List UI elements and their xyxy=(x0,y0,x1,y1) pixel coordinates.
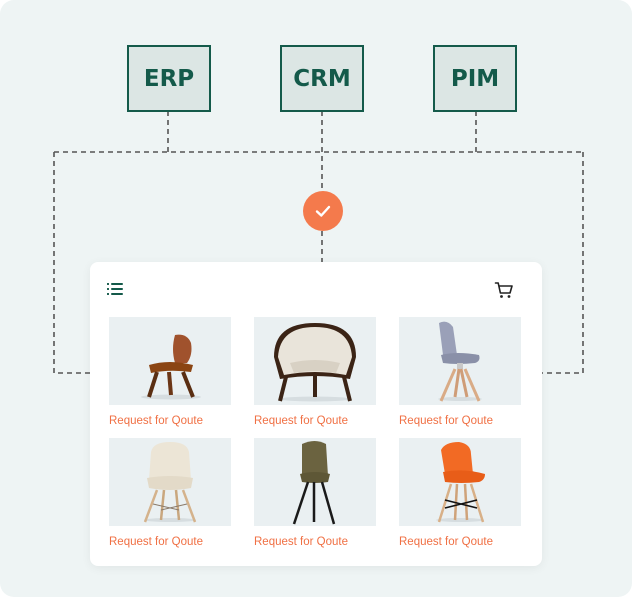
storefront-card: Request for Qoute Request for Qoute xyxy=(90,262,542,566)
product-card[interactable]: Request for Qoute xyxy=(399,317,521,427)
pim-label: PIM xyxy=(450,65,500,92)
cream-chair-image[interactable] xyxy=(109,438,231,526)
request-quote-link[interactable]: Request for Qoute xyxy=(109,536,203,548)
sync-status-badge xyxy=(303,191,343,231)
crm-label: CRM xyxy=(293,65,351,92)
request-quote-link[interactable]: Request for Qoute xyxy=(399,415,493,427)
pim-system-box: PIM xyxy=(433,45,517,112)
lounge-chair-image[interactable] xyxy=(109,317,231,405)
product-card[interactable]: Request for Qoute xyxy=(254,317,376,427)
product-card[interactable]: Request for Qoute xyxy=(399,438,521,548)
olive-chair-image[interactable] xyxy=(254,438,376,526)
erp-label: ERP xyxy=(143,65,195,92)
cart-icon[interactable] xyxy=(494,280,514,300)
request-quote-link[interactable]: Request for Qoute xyxy=(109,415,203,427)
product-card[interactable]: Request for Qoute xyxy=(109,317,231,427)
orange-chair-image[interactable] xyxy=(399,438,521,526)
shell-chair-image[interactable] xyxy=(254,317,376,405)
erp-system-box: ERP xyxy=(127,45,211,112)
request-quote-link[interactable]: Request for Qoute xyxy=(254,536,348,548)
checkmark-icon xyxy=(315,205,331,217)
request-quote-link[interactable]: Request for Qoute xyxy=(399,536,493,548)
product-card[interactable]: Request for Qoute xyxy=(109,438,231,548)
product-card[interactable]: Request for Qoute xyxy=(254,438,376,548)
crm-system-box: CRM xyxy=(280,45,364,112)
menu-icon[interactable] xyxy=(107,282,123,296)
request-quote-link[interactable]: Request for Qoute xyxy=(254,415,348,427)
grey-chair-image[interactable] xyxy=(399,317,521,405)
